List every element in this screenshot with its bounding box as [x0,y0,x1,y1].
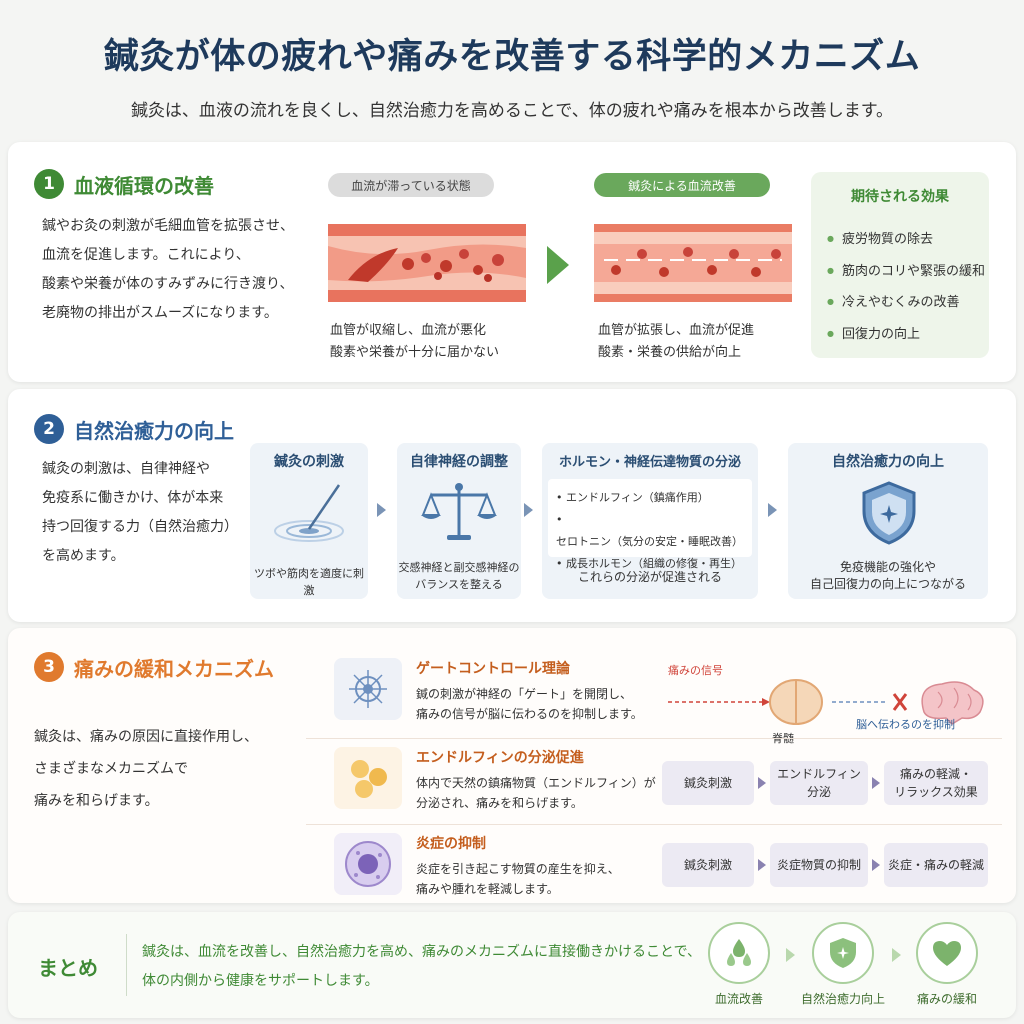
summary-label: まとめ [38,956,98,980]
mechanism-description: 炎症を引き起こす物質の産生を抑え、 痛みや腫れを軽減します。 [416,862,620,896]
summary-item-pain-relief: 痛みの緩和 [904,922,990,1007]
balance-scale-icon [421,483,497,540]
dilated-vessel-illustration [594,224,792,302]
gate-control-diagram [668,679,984,725]
step-arrow-icon [524,503,533,517]
pain-signal-label: 痛みの信号 [668,664,723,677]
flow-step: 炎症・痛みの軽減 [884,843,988,887]
section-description: 鍼灸は、痛みの原因に直接作用し、 さまざまなメカニズムで 痛みを和らげます。 [34,729,258,809]
block-label: 脳へ伝わるのを抑制 [856,718,955,731]
acupuncture-needle-icon [274,484,344,542]
section-pain-relief: 3 痛みの緩和メカニズム 鍼灸は、痛みの原因に直接作用し、 さまざまなメカニズム… [8,628,1016,903]
endorphin-molecule-icon [334,747,402,809]
section-title: 痛みの緩和メカニズム [74,656,274,681]
step-caption: 免疫機能の強化や 自己回復力の向上につながる [809,560,966,591]
summary-item-label: 痛みの緩和 [916,992,977,1006]
section-header: 3 痛みの緩和メカニズム [34,652,274,682]
constricted-vessel-illustration [328,224,526,302]
list-item: • エンドルフィン（鎮痛作用） [556,491,709,504]
arrow-icon [892,948,901,962]
list-item: • セロトニン（気分の安定・睡眠改善） [556,513,743,548]
divider [126,934,127,996]
summary-section: まとめ 鍼灸は、血流を改善し、自然治癒力を高め、痛みのメカニズムに直接働きかける… [8,912,1016,1018]
summary-text: 鍼灸は、血流を改善し、自然治癒力を高め、痛みのメカニズムに直接働きかけることで、… [142,944,702,989]
summary-item-blood-flow: 血流改善 [696,922,782,1007]
flow-arrow-icon [758,777,766,789]
after-caption: 血管が拡張し、血流が促進 酸素・栄養の供給が向上 [598,323,755,360]
mechanism-title: エンドルフィンの分泌促進 [416,750,584,766]
section-header: 2 自然治癒力の向上 [34,414,234,444]
flow-step: 鍼灸刺激 [662,843,754,887]
step-title: 鍼灸の刺激 [274,454,344,470]
summary-item-label: 自然治癒力向上 [800,992,885,1006]
section-title: 自然治癒力の向上 [74,418,234,443]
section-description: 鍼やお灸の刺激が毛細血管を拡張させ、 血流を促進します。これにより、 酸素や栄養… [42,218,294,321]
section-header: 1 血液循環の改善 [34,169,214,199]
list-item: 冷えやむくみの改善 [827,287,985,319]
mechanism-gate-control: ゲートコントロール理論 鍼の刺激が神経の「ゲート」を開閉し、 痛みの信号が脳に伝… [306,650,1002,745]
list-item: • 成長ホルモン（組織の修復・再生） [556,557,742,570]
flow-arrow-icon [872,859,880,871]
step-title: 自然治癒力の向上 [832,454,944,470]
section-number: 2 [34,414,64,444]
hormone-list: • エンドルフィン（鎮痛作用） • セロトニン（気分の安定・睡眠改善） • 成長… [548,479,752,570]
mechanism-inflammation: 炎症の抑制 炎症を引き起こす物質の産生を抑え、 痛みや腫れを軽減します。 鍼灸刺… [306,824,1002,910]
mechanism-description: 体内で天然の鎮痛物質（エンドルフィン）が 分泌され、痛みを和らげます。 [416,776,656,810]
effects-list: 疲労物質の除去 筋肉のコリや緊張の緩和 冷えやむくみの改善 回復力の向上 [827,224,985,350]
step-title: 自律神経の調整 [410,454,508,470]
effects-title: 期待される効果 [851,189,949,205]
step-healing-improvement: 自然治癒力の向上 免疫機能の強化や 自己回復力の向上につながる [788,443,988,599]
mechanism-endorphin: エンドルフィンの分泌促進 体内で天然の鎮痛物質（エンドルフィン）が 分泌され、痛… [306,738,1002,824]
section-description: 鍼灸の刺激は、自律神経や 免疫系に働きかけ、体が本来 持つ回復する力（自然治癒力… [42,461,238,564]
flow-step: 炎症物質の抑制 [770,843,868,887]
section-title: 血液循環の改善 [74,173,214,198]
mechanism-title: ゲートコントロール理論 [416,661,570,677]
step-stimulation: 鍼灸の刺激 ツボや筋肉を適度に刺激 [250,443,368,599]
step-hormone-secretion: ホルモン・神経伝達物質の分泌 • エンドルフィン（鎮痛作用） • セロトニン（気… [542,443,758,599]
before-label: 血流が滞っている状態 [328,173,494,197]
flow-arrow-icon [872,777,880,789]
shield-icon [862,481,916,545]
step-caption: 交感神経と副交感神経の バランスを整える [398,561,520,591]
expected-effects-panel: 期待される効果 疲労物質の除去 筋肉のコリや緊張の緩和 冷えやむくみの改善 回復… [811,172,989,358]
summary-item-healing: 自然治癒力向上 [800,922,886,1007]
step-caption: ツボや筋肉を適度に刺激 [254,567,364,597]
flow-step: 痛みの軽減・ リラックス効果 [884,761,988,805]
section-natural-healing: 2 自然治癒力の向上 鍼灸の刺激は、自律神経や 免疫系に働きかけ、体が本来 持つ… [8,389,1016,622]
step-caption: これらの分泌が促進される [577,570,722,584]
section-number: 1 [34,169,64,199]
page-subtitle: 鍼灸は、血液の流れを良くし、自然治癒力を高めることで、体の疲れや痛みを根本から改… [130,101,894,121]
flow-arrow-icon [758,859,766,871]
step-title: ホルモン・神経伝達物質の分泌 [558,455,741,470]
before-caption: 血管が収縮し、血流が悪化 酸素や栄養が十分に届かない [330,323,500,360]
section-number: 3 [34,652,64,682]
flow-step: 鍼灸刺激 [662,761,754,805]
shield-icon [812,922,874,984]
list-item: 疲労物質の除去 [827,224,985,256]
mechanism-description: 鍼の刺激が神経の「ゲート」を開閉し、 痛みの信号が脳に伝わるのを抑制します。 [416,687,643,721]
page-title: 鍼灸が体の疲れや痛みを改善する科学的メカニズム [103,36,921,77]
immune-cell-icon [334,833,402,895]
mechanism-title: 炎症の抑制 [416,836,486,852]
step-arrow-icon [768,503,777,517]
droplets-icon [708,922,770,984]
after-label: 鍼灸による血流改善 [594,173,770,197]
step-autonomic-adjustment: 自律神経の調整 交感神経と副交感神経の バランスを整える [397,443,521,599]
flow-step: エンドルフィン 分泌 [770,761,868,805]
right-arrow-icon [547,246,569,284]
nerve-icon [334,658,402,720]
arrow-icon [786,948,795,962]
list-item: 筋肉のコリや緊張の緩和 [827,256,985,288]
list-item: 回復力の向上 [827,319,985,351]
step-arrow-icon [377,503,386,517]
heart-icon [916,922,978,984]
section-blood-circulation: 1 血液循環の改善 鍼やお灸の刺激が毛細血管を拡張させ、 血流を促進します。これ… [8,142,1016,382]
summary-item-label: 血流改善 [714,992,763,1006]
